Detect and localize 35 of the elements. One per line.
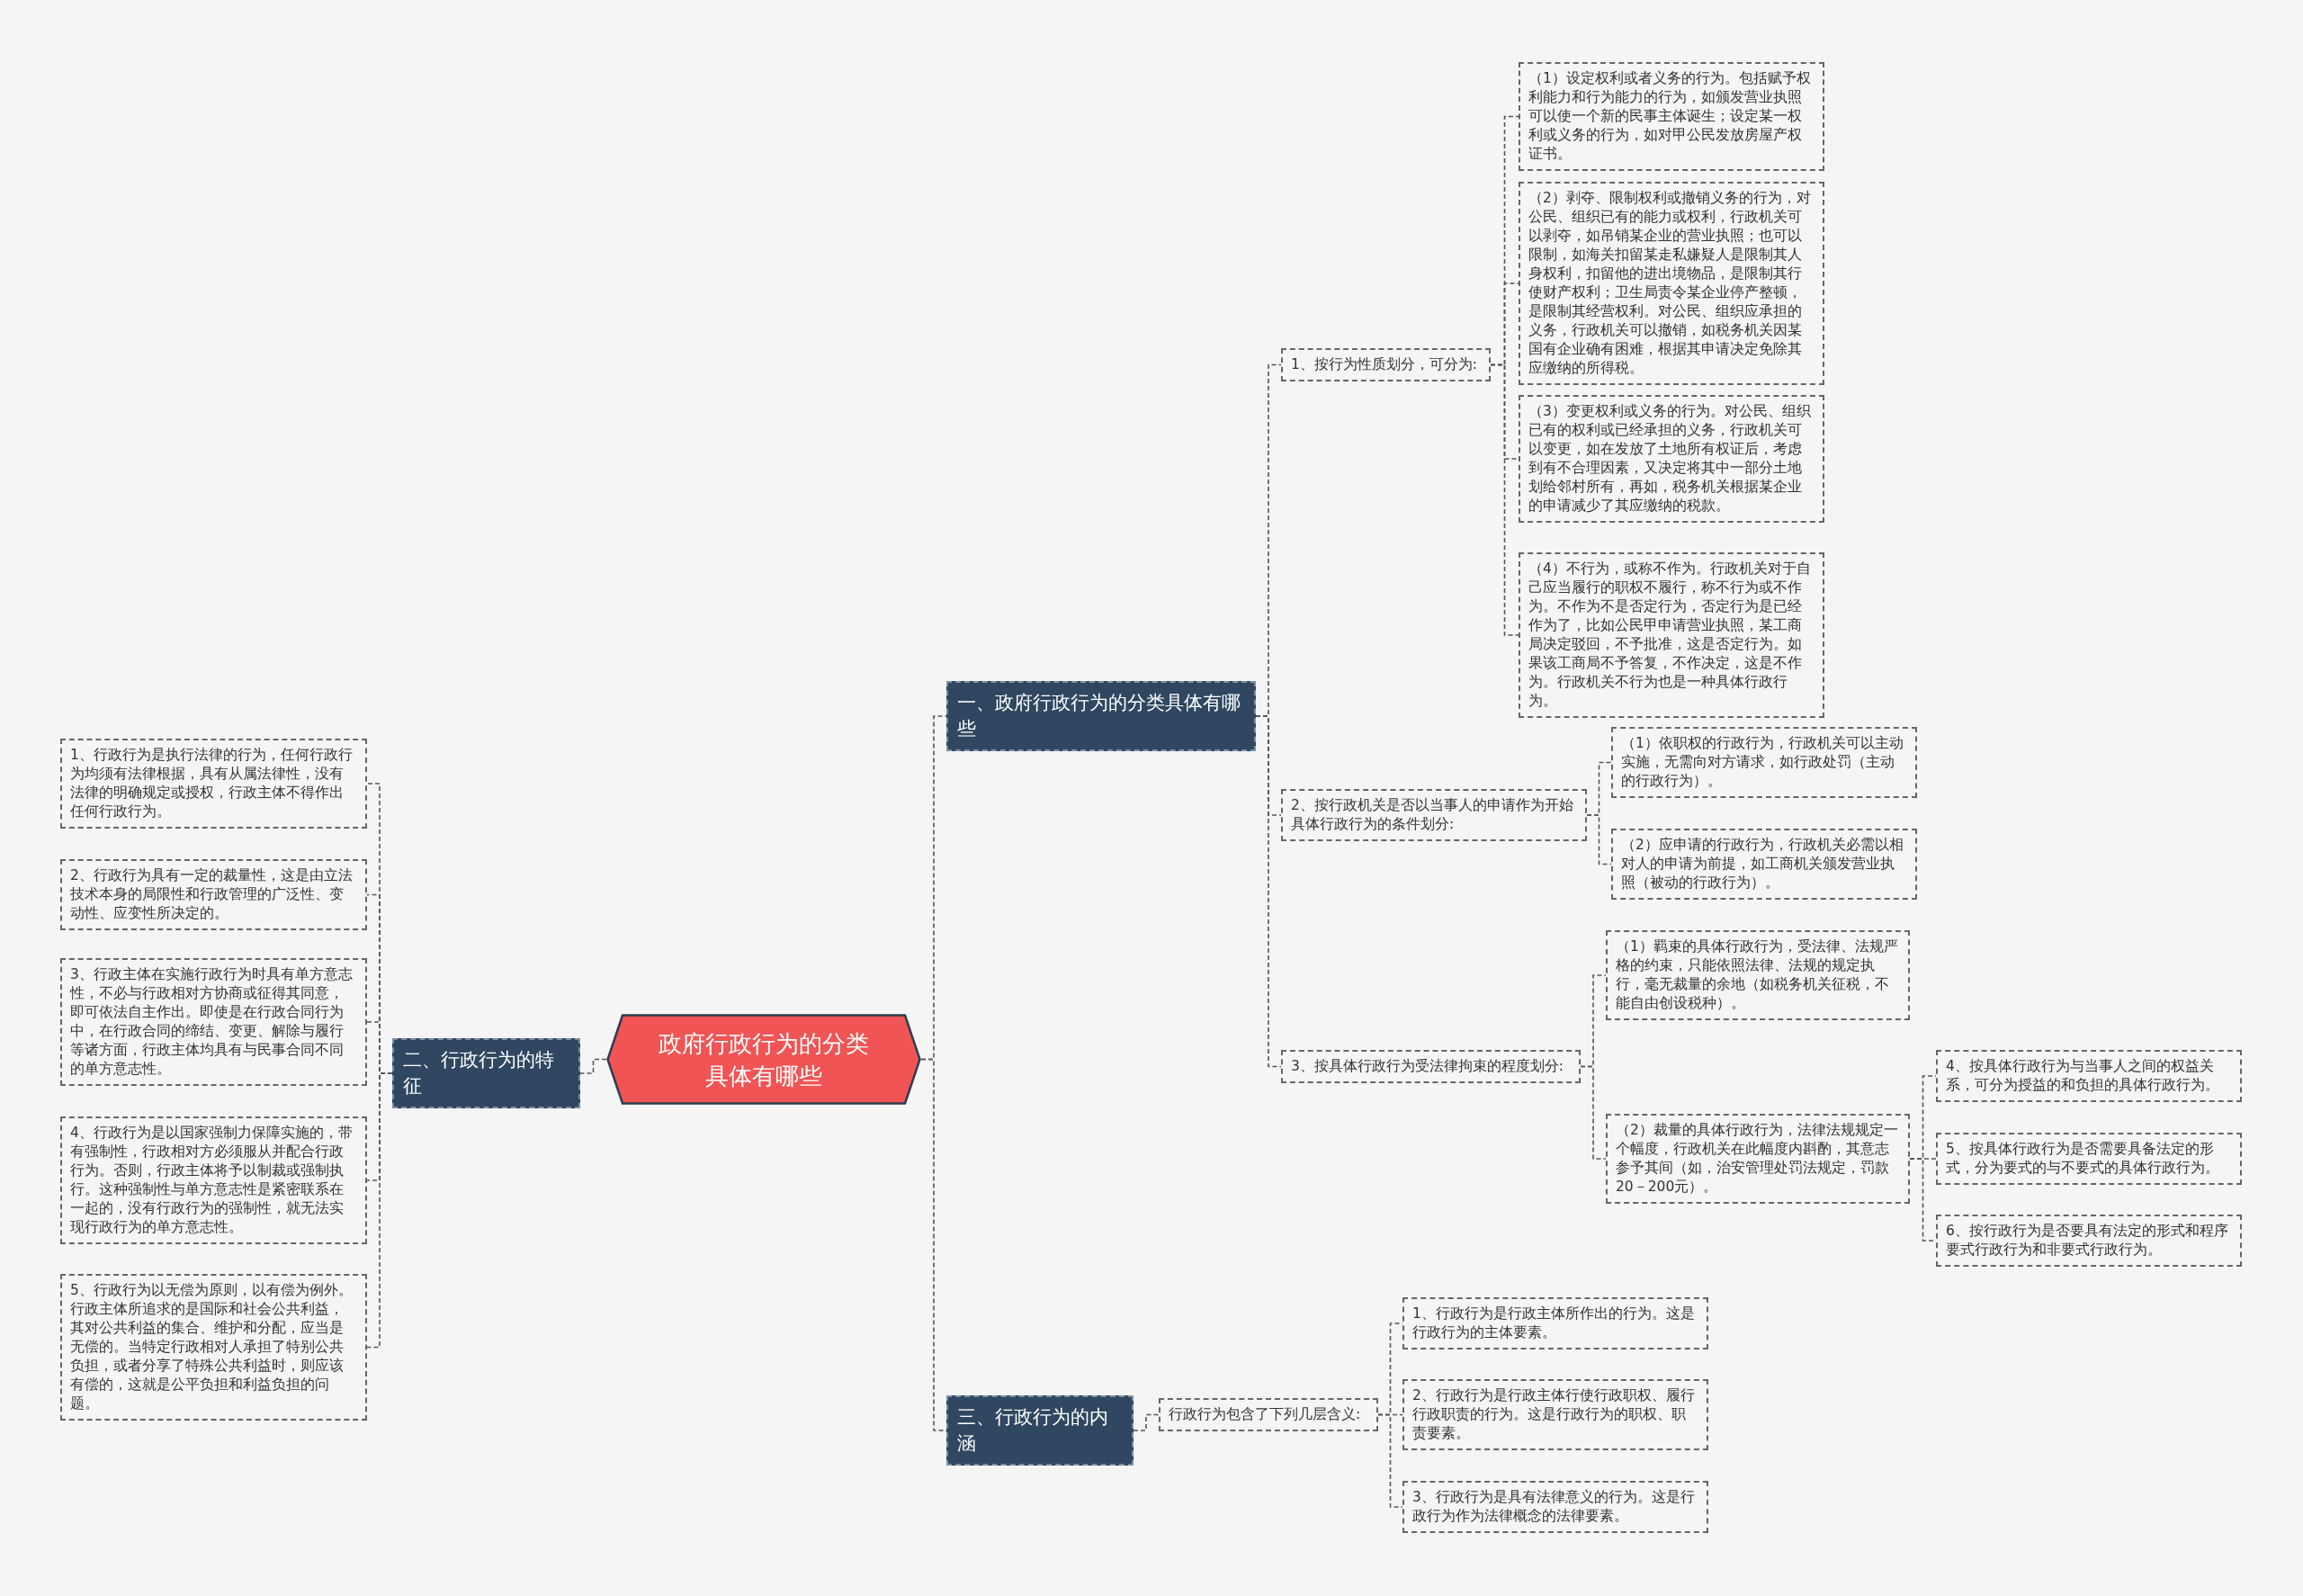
connector-line [579,1058,607,1074]
topic-note: （1）羁束的具体行政行为，受法律、法规严格的约束，只能依照法律、法规的规定执行，毫无裁量的余地（如税务机关征税，不能自由创设税种）。 [1606,930,1910,1020]
branch-topic: 三、行政行为的内涵 [946,1395,1134,1466]
topic-note: 3、按具体行政行为受法律拘束的程度划分: [1281,1050,1581,1083]
topic-note: 4、行政行为是以国家强制力保障实施的，带有强制性，行政相对方必须服从并配合行政行为。否则，行政主体将予以制裁或强制执行。这种强制性与单方意志性是紧密联系在一起的，没有行政行为的强制性，就无法实现行政行为的单方意志性。 [60,1116,367,1244]
topic-note: 1、行政行为是执行法律的行为，任何行政行为均须有法律根据，具有从属法律性，没有法律的明确规定或授权，行政主体不得作出任何行政行为。 [60,739,367,829]
topic-note: 2、行政行为是行政主体行使行政职权、履行行政职责的行为。这是行政行为的职权、职责要素。 [1402,1379,1708,1450]
topic-note: 3、行政主体在实施行政行为时具有单方意志性，不必与行政相对方协商或征得其同意，即可依法自主作出。即使是在行政合同行为中，在行政合同的缔结、变更、解除与履行等诸方面，行政主体均具有与民事合同不同的单方意志性。 [60,958,367,1086]
topic-note: 3、行政行为是具有法律意义的行为。这是行政行为作为法律概念的法律要素。 [1402,1481,1708,1533]
central-topic-hexagon: 政府行政行为的分类具体有哪些 [606,1014,921,1105]
topic-note: （3）变更权利或义务的行为。对公民、组织已有的权利或已经承担的义务，行政机关可以变更，如在发放了土地所有权证后，考虑到有不合理因素，又决定将其中一部分土地划给邻村所有，再如，税务机关根据某企业的申请减少了其应缴纳的税款。 [1519,395,1824,523]
topic-note: 2、行政行为具有一定的裁量性，这是由立法技术本身的局限性和行政管理的广泛性、变动性、应变性所决定的。 [60,859,367,930]
topic-note: 4、按具体行政行为与当事人之间的权益关系，可分为授益的和负担的具体行政行为。 [1936,1050,2242,1102]
connector-line [1580,1065,1607,1160]
topic-note: （2）应申请的行政行为，行政机关必需以相对人的申请为前提，如工商机关颁发营业执照（被动的行政行为）。 [1611,829,1917,900]
topic-note: （4）不行为，或称不作为。行政机关对于自己应当履行的职权不履行，称不行为或不作为。不作为不是否定行为，否定行为是已经作为了，比如公民甲申请营业执照，某工商局决定驳回，不予批准，这是否定行为。如果该工商局不予答复，不作决定，这是不作为。行政机关不行为也是一种具体行政行为。 [1519,552,1824,718]
branch-topic: 二、行政行为的特征 [392,1038,580,1108]
connector-line [1377,1413,1403,1508]
topic-note: （2）裁量的具体行政行为，法律法规规定一个幅度，行政机关在此幅度内斟酌，其意志参予其间（如，治安管理处罚法规定，罚款20－200元）。 [1606,1114,1910,1204]
topic-note: 5、行政行为以无偿为原则，以有偿为例外。行政主体所追求的是国际和社会公共利益，其对公共利益的集合、维护和分配，应当是无偿的。当特定行政相对人承担了特别公共负担，或者分享了特殊公共利益时，则应该有偿的，这就是公平负担和利益负担的问题。 [60,1274,367,1421]
topic-note: 5、按具体行政行为是否需要具备法定的形式，分为要式的与不要式的具体行政行为。 [1936,1133,2242,1185]
topic-note: 1、按行为性质划分，可分为: [1281,348,1491,381]
branch-topic: 一、政府行政行为的分类具体有哪些 [946,681,1256,751]
topic-note: （2）剥夺、限制权利或撤销义务的行为，对公民、组织已有的能力或权利，行政机关可以剥夺，如吊销某企业的营业执照；也可以限制，如海关扣留某走私嫌疑人是限制其人身权利，扣留他的进出境物品，是限制其行使财产权利；卫生局责令某企业停产整顿，是限制其经营权利。对公民、组织应承担的义务，行政机关可以撤销，如税务机关因某国有企业确有困难，根据其申请决定免除其应缴纳的所得税。 [1519,182,1824,385]
connector-line [1586,814,1612,865]
topic-note: 6、按行政行为是否要具有法定的形式和程序要式行政行为和非要式行政行为。 [1936,1215,2242,1267]
connector-line [1490,363,1519,636]
connector-line [1133,1413,1160,1431]
topic-note: （1）依职权的行政行为，行政机关可以主动实施，无需向对方请求，如行政处罚（主动的行政行为）。 [1611,727,1917,798]
connector-line [366,1072,393,1349]
topic-note: 2、按行政机关是否以当事人的申请作为开始具体行政行为的条件划分: [1281,789,1587,841]
topic-note: （1）设定权利或者义务的行为。包括赋予权利能力和行为能力的行为，如颁发营业执照可以使一个新的民事主体诞生；设定某一权利或义务的行为，如对甲公民发放房屋产权证书。 [1519,62,1824,171]
topic-note: 行政行为包含了下列几层含义: [1159,1398,1378,1431]
connector-line [1255,715,1282,1068]
topic-note: 1、行政行为是行政主体所作出的行为。这是行政行为的主体要素。 [1402,1297,1708,1349]
